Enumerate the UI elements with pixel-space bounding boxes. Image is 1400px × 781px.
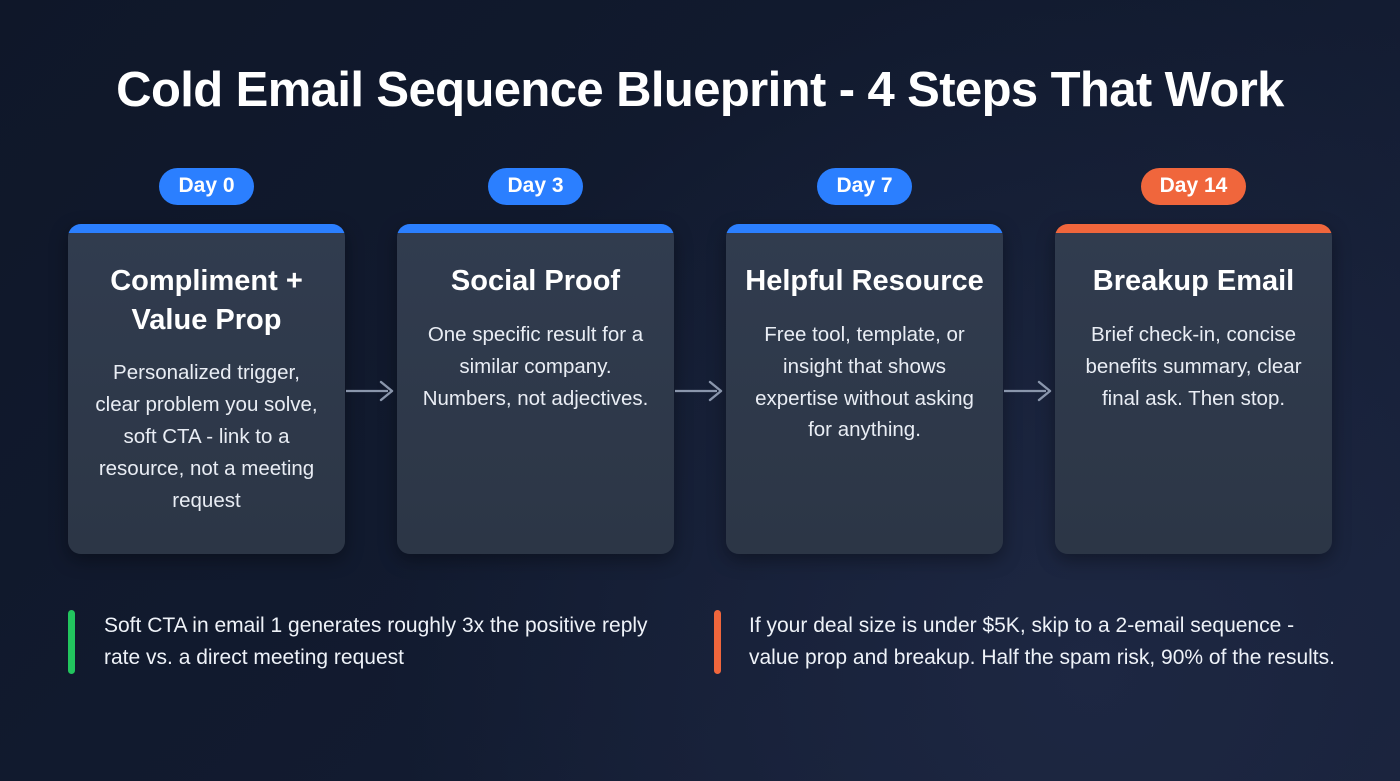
- step-3-description: Free tool, template, or insight that sho…: [755, 322, 974, 442]
- step-1-day-badge: Day 0: [159, 168, 254, 205]
- step-4: Day 14 Breakup Email Brief check-in, con…: [1055, 168, 1332, 554]
- callout-tip: Soft CTA in email 1 generates roughly 3x…: [68, 610, 660, 674]
- step-2: Day 3 Social Proof One specific result f…: [397, 168, 674, 554]
- step-2-day-badge: Day 3: [488, 168, 583, 205]
- step-4-day-badge: Day 14: [1140, 168, 1247, 205]
- arrow-right-icon: [674, 380, 722, 402]
- step-3-day-badge: Day 7: [817, 168, 912, 205]
- callout-warning-accent-bar: [714, 610, 721, 674]
- steps-row: Day 0 Compliment + Value Prop Personaliz…: [68, 168, 1332, 554]
- step-3-card: Helpful Resource Free tool, template, or…: [726, 224, 1003, 554]
- arrow-right-icon: [1003, 380, 1051, 402]
- step-2-description: One specific result for a similar compan…: [422, 322, 649, 410]
- connector-arrow-2: [674, 380, 726, 402]
- callout-tip-text: Soft CTA in email 1 generates roughly 3x…: [104, 614, 648, 669]
- step-3-title: Helpful Resource: [745, 265, 984, 297]
- step-2-accent-bar: [397, 224, 674, 233]
- step-4-card: Breakup Email Brief check-in, concise be…: [1055, 224, 1332, 554]
- step-1-accent-bar: [68, 224, 345, 233]
- page-title: Cold Email Sequence Blueprint - 4 Steps …: [116, 63, 1284, 117]
- step-3: Day 7 Helpful Resource Free tool, templa…: [726, 168, 1003, 554]
- step-2-title: Social Proof: [450, 265, 621, 297]
- step-2-card: Social Proof One specific result for a s…: [397, 224, 674, 554]
- step-4-accent-bar: [1055, 224, 1332, 233]
- step-1-description: Personalized trigger, clear problem you …: [95, 361, 318, 512]
- connector-arrow-1: [345, 380, 397, 402]
- step-1-title: Compliment + Value Prop: [110, 265, 303, 336]
- step-4-title: Breakup Email: [1092, 265, 1295, 297]
- step-1-card: Compliment + Value Prop Personalized tri…: [68, 224, 345, 554]
- arrow-right-icon: [345, 380, 393, 402]
- callout-warning-text: If your deal size is under $5K, skip to …: [749, 614, 1335, 669]
- step-1: Day 0 Compliment + Value Prop Personaliz…: [68, 168, 345, 554]
- callouts-row: Soft CTA in email 1 generates roughly 3x…: [68, 610, 1336, 674]
- step-4-description: Brief check-in, concise benefits summary…: [1085, 322, 1302, 410]
- connector-arrow-3: [1003, 380, 1055, 402]
- callout-warning: If your deal size is under $5K, skip to …: [714, 610, 1336, 674]
- callout-tip-accent-bar: [68, 610, 75, 674]
- step-3-accent-bar: [726, 224, 1003, 233]
